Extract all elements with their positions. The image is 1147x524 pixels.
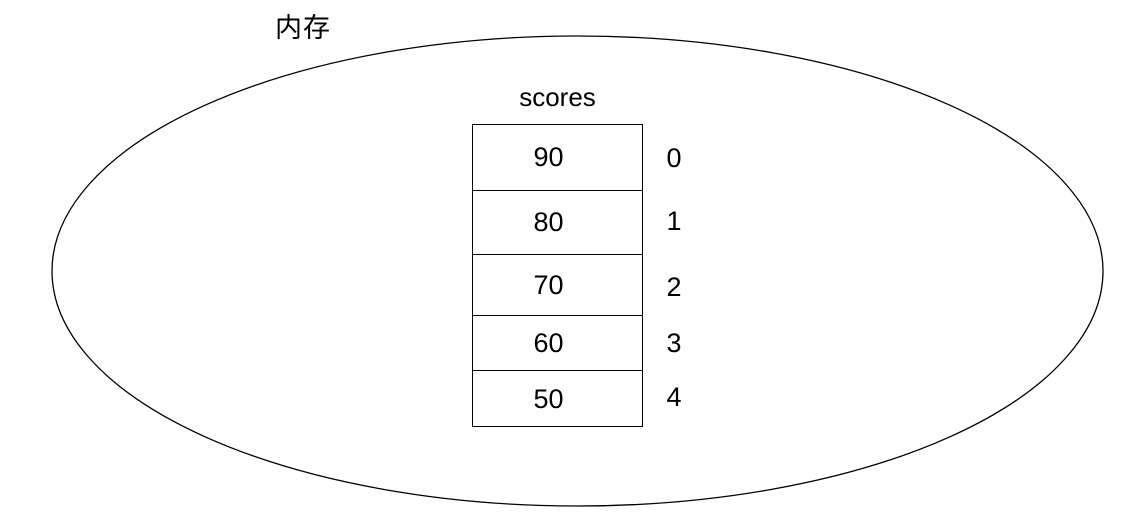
memory-ellipse xyxy=(51,35,1104,507)
array-index-3: 3 xyxy=(666,328,682,358)
array-cell-value: 50 xyxy=(533,384,564,414)
array-index-4: 4 xyxy=(666,382,682,412)
array-cell-value: 60 xyxy=(533,327,564,358)
array-cell-1: 80 xyxy=(473,190,642,254)
array-cell-value: 80 xyxy=(533,207,564,237)
memory-region-label: 内存 xyxy=(275,13,331,44)
array-index-2: 2 xyxy=(666,272,682,302)
array-cell-4: 50 xyxy=(473,370,642,428)
array-cell-2: 70 xyxy=(473,254,642,315)
array-index-0: 0 xyxy=(666,143,682,173)
array-table: 90 80 70 60 50 xyxy=(472,124,643,427)
array-cell-3: 60 xyxy=(473,315,642,370)
array-cell-value: 90 xyxy=(533,142,564,172)
array-cell-0: 90 xyxy=(473,125,642,190)
array-name-label: scores xyxy=(519,82,596,112)
array-cell-value: 70 xyxy=(533,269,564,300)
array-index-1: 1 xyxy=(666,206,682,236)
